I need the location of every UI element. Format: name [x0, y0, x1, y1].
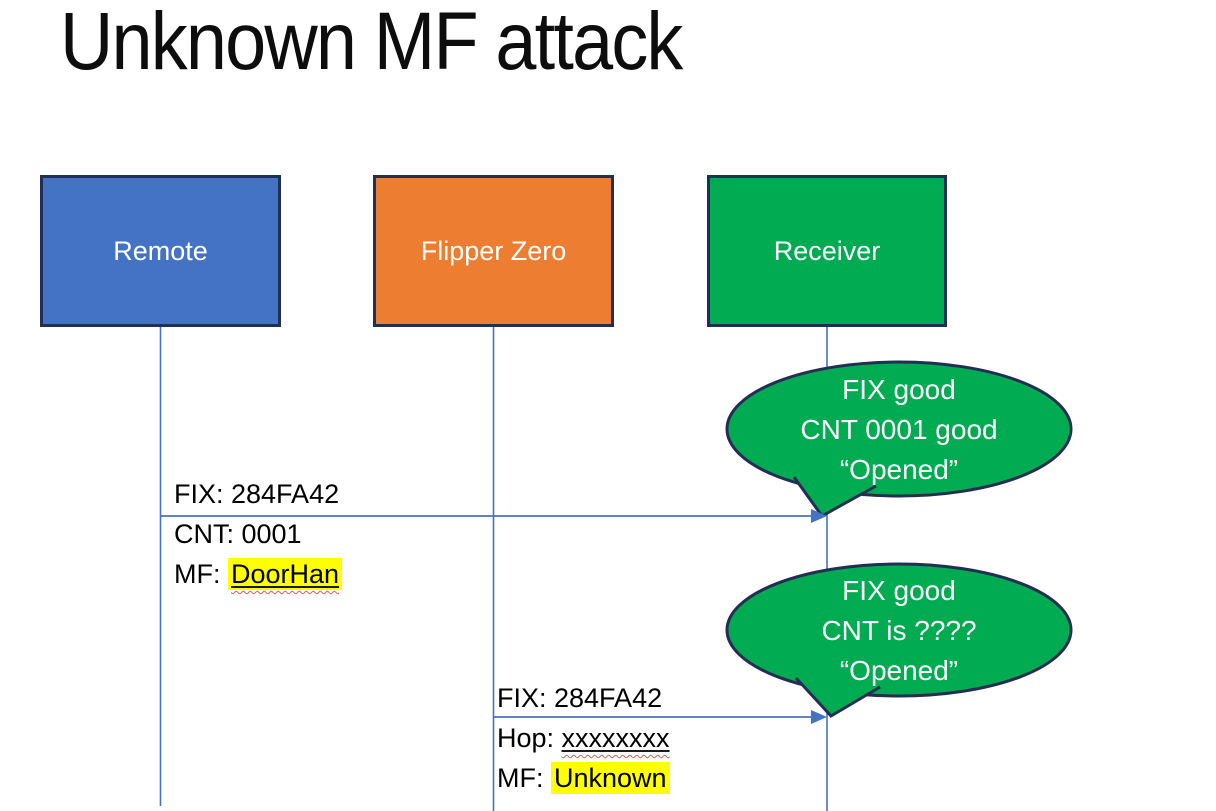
message-2-line-hop: Hop: xxxxxxxx [497, 718, 670, 758]
callout-tail-fill-2 [796, 678, 880, 716]
actor-label-receiver: Receiver [773, 235, 881, 266]
arrowhead-icon [811, 509, 827, 523]
actor-label-flipper-zero: Flipper Zero [420, 235, 567, 266]
callout-ellipse-1 [725, 360, 1073, 498]
callout-1-line-3: “Opened” [839, 454, 959, 485]
message-1-mf-value: DoorHan [231, 559, 340, 589]
callout-text-2: FIX good CNT is ???? “Opened” [727, 571, 1071, 691]
callout-text-1: FIX good CNT 0001 good “Opened” [727, 370, 1071, 490]
callout-tail-fill-1 [794, 477, 876, 516]
message-2-hop-value-squiggle: xxxxxxxx [562, 723, 670, 753]
message-2-hop-prefix: Hop: [497, 723, 562, 753]
actor-box-remote: Remote [40, 175, 281, 327]
message-arrow-2 [493, 710, 827, 724]
callout-bubble-2 [725, 562, 1073, 718]
message-2-mf-value: Unknown [551, 762, 670, 794]
actor-box-flipper-zero: Flipper Zero [373, 175, 614, 327]
message-label-2: FIX: 284FA42 Hop: xxxxxxxx MF: Unknown [497, 678, 670, 798]
callout-2-line-3: “Opened” [839, 655, 959, 686]
message-1-line-mf: MF: DoorHan [174, 554, 343, 594]
callout-2-line-1: FIX good [842, 575, 956, 606]
message-1-mf-prefix: MF: [174, 559, 228, 589]
message-1-line-cnt: CNT: 0001 [174, 519, 302, 549]
message-2-line-mf: MF: Unknown [497, 758, 670, 798]
message-1-mf-value-highlight: DoorHan [228, 558, 343, 590]
message-2-mf-prefix: MF: [497, 763, 551, 793]
message-label-1: FIX: 284FA42 CNT: 0001 MF: DoorHan [174, 474, 343, 594]
arrowhead-icon [811, 710, 827, 724]
callout-bubble-1 [725, 360, 1073, 518]
callout-1-line-2: CNT 0001 good [800, 414, 998, 445]
callout-1-line-1: FIX good [842, 374, 956, 405]
message-arrow-1 [160, 509, 827, 523]
message-2-line-fix: FIX: 284FA42 [497, 683, 663, 713]
callout-ellipse-2 [725, 562, 1073, 698]
message-2-hop-value: xxxxxxxx [561, 723, 670, 753]
callout-tail-outline-2 [794, 676, 881, 718]
actor-label-remote: Remote [113, 235, 208, 266]
actor-box-receiver: Receiver [707, 175, 947, 327]
page-title: Unknown MF attack [60, 0, 683, 87]
callout-2-line-2: CNT is ???? [821, 615, 977, 646]
message-1-line-fix: FIX: 284FA42 [174, 479, 340, 509]
